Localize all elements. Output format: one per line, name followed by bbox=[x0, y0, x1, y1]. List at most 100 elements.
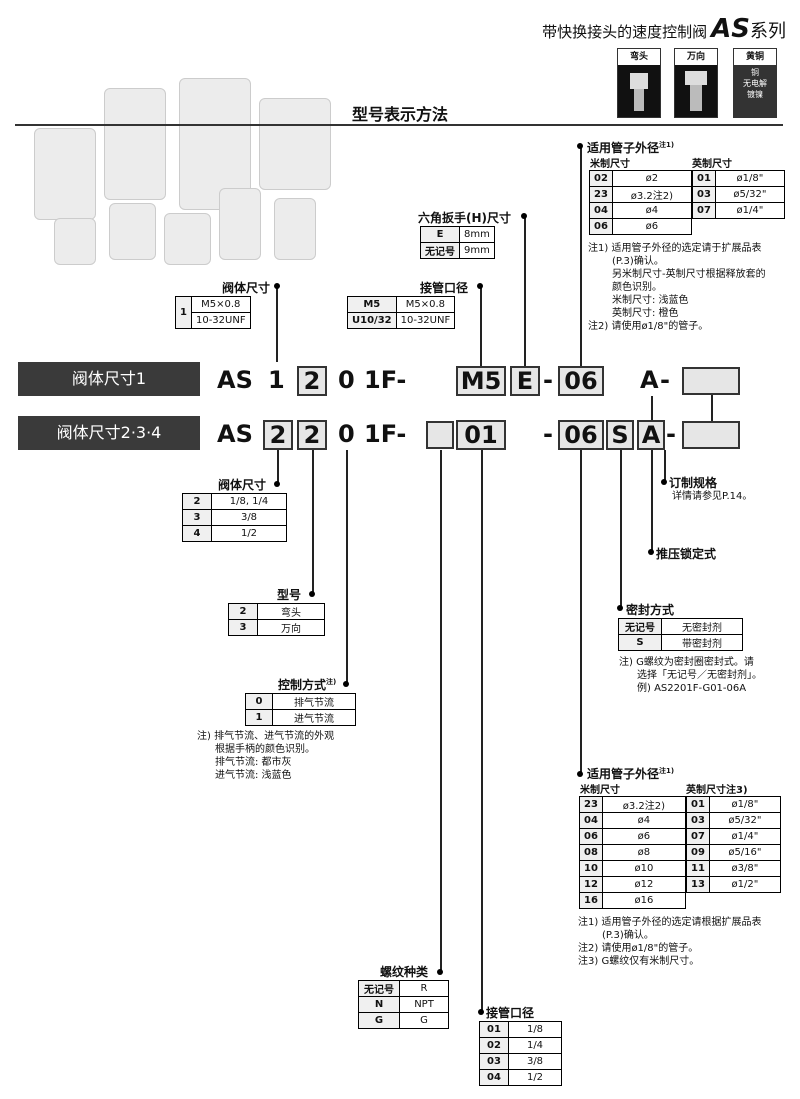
code-model-box: 2 bbox=[297, 366, 327, 396]
seal-method-label: 密封方式 bbox=[626, 603, 675, 617]
thread-type-label: 螺纹种类 bbox=[380, 965, 429, 979]
code-thread-box bbox=[426, 421, 454, 449]
leader-dot bbox=[521, 213, 527, 219]
tube-od-2-metric-label: 米制尺寸 bbox=[580, 785, 620, 796]
tube-od-1-notes: 注1) 适用管子外径的选定请于扩展品表 (P.3)确认。 另米制尺寸-英制尺寸根… bbox=[588, 243, 766, 332]
code-dash: - bbox=[543, 366, 553, 394]
tube-od-1-inch-label: 英制尺寸 bbox=[692, 159, 732, 170]
seal-method-notes: 注) G螺纹为密封圈密封式。请 选择「无记号／无密封剂」。 例) AS2201F… bbox=[619, 657, 762, 694]
code-body-size-box: 2 bbox=[263, 420, 293, 450]
leader-line bbox=[276, 286, 278, 362]
leader-line bbox=[580, 450, 582, 774]
body-size-1-label: 阀体尺寸 bbox=[222, 281, 271, 295]
custom-spec-label: 订制规格 bbox=[669, 476, 718, 490]
code-lock-box: A bbox=[637, 420, 665, 450]
leader-dot bbox=[343, 681, 349, 687]
tube-od-2-inch-label: 英制尺寸注3) bbox=[686, 785, 748, 796]
leader-line bbox=[440, 450, 442, 972]
custom-spec-note: 详情请参见P.14。 bbox=[672, 491, 753, 502]
leader-line bbox=[481, 450, 483, 1012]
code-seal-box: S bbox=[606, 420, 634, 450]
brass-icon: 黄铜 铜 无电解 镀镍 bbox=[733, 48, 777, 118]
leader-dot bbox=[437, 969, 443, 975]
series-name: AS bbox=[711, 14, 750, 44]
leader-line bbox=[480, 286, 482, 366]
leader-dot bbox=[648, 549, 654, 555]
code-spec-box bbox=[682, 367, 740, 395]
row-label-body-size-1: 阀体尺寸1 bbox=[18, 362, 200, 396]
push-lock-label: 推压锁定式 bbox=[656, 547, 717, 561]
leader-line bbox=[277, 450, 279, 484]
tube-od-2-notes: 注1) 适用管子外径的选定请根据扩展品表 (P.3)确认。 注2) 请使用ø1/… bbox=[578, 917, 762, 967]
code-1f: 1F- bbox=[364, 420, 407, 448]
product-photo bbox=[14, 78, 344, 268]
code-dash: - bbox=[666, 420, 676, 448]
port-size-1-label: 接管口径 bbox=[420, 281, 469, 295]
leader-dot bbox=[577, 771, 583, 777]
code-dash: - bbox=[660, 366, 670, 394]
header-title: 带快换接头的速度控制阀 bbox=[542, 23, 708, 41]
code-as: AS bbox=[217, 420, 253, 448]
leader-line bbox=[580, 146, 582, 366]
tube-od-1-metric-label: 米制尺寸 bbox=[590, 159, 630, 170]
leader-line bbox=[524, 216, 526, 366]
brass-sub-1: 铜 bbox=[751, 68, 759, 77]
code-hex-box: E bbox=[510, 366, 540, 396]
code-spec-box bbox=[682, 421, 740, 449]
leader-dot bbox=[617, 605, 623, 611]
leader-line bbox=[651, 396, 653, 420]
hex-wrench-label: 六角扳手(H)尺寸 bbox=[418, 211, 512, 225]
leader-dot bbox=[577, 143, 583, 149]
port-size-2-label: 接管口径 bbox=[486, 1006, 535, 1020]
code-dash: - bbox=[543, 420, 553, 448]
body-size-234-label: 阀体尺寸 bbox=[218, 478, 267, 492]
control-method-notes: 注) 排气节流、进气节流的外观 根据手柄的颜色识别。 排气节流: 都市灰 进气节… bbox=[197, 731, 335, 781]
row-label-body-size-234: 阀体尺寸2·3·4 bbox=[18, 416, 200, 450]
section-title: 型号表示方法 bbox=[352, 105, 449, 124]
leader-line bbox=[312, 450, 314, 594]
leader-dot bbox=[274, 283, 280, 289]
code-control: 0 bbox=[338, 366, 355, 394]
leader-line bbox=[346, 450, 348, 684]
leader-dot bbox=[478, 1009, 484, 1015]
brass-sub-2: 无电解 bbox=[743, 79, 767, 88]
icon-label: 万向 bbox=[686, 52, 705, 62]
series-suffix: 系列 bbox=[750, 21, 786, 42]
tube-od-2-label: 适用管子外径注1) bbox=[587, 767, 675, 781]
brass-sub-3: 镀镍 bbox=[747, 90, 763, 99]
code-body-size: 1 bbox=[268, 366, 285, 394]
code-1f: 1F- bbox=[364, 366, 407, 394]
universal-icon: 万向 bbox=[674, 48, 718, 118]
leader-dot bbox=[661, 479, 667, 485]
model-label: 型号 bbox=[277, 588, 302, 602]
code-tube-box: 06 bbox=[558, 420, 604, 450]
code-tube-box: 06 bbox=[558, 366, 604, 396]
elbow-icon: 弯头 bbox=[617, 48, 661, 118]
code-port-box: M5 bbox=[456, 366, 506, 396]
tube-od-1-label: 适用管子外径注1) bbox=[587, 141, 675, 155]
code-control: 0 bbox=[338, 420, 355, 448]
leader-line bbox=[664, 450, 666, 482]
control-method-label: 控制方式注) bbox=[278, 678, 337, 692]
leader-dot bbox=[274, 481, 280, 487]
leader-line bbox=[651, 450, 653, 552]
code-as: AS bbox=[217, 366, 253, 394]
code-port-box: 01 bbox=[456, 420, 506, 450]
code-model-box: 2 bbox=[297, 420, 327, 450]
code-lock: A bbox=[640, 366, 659, 394]
leader-line bbox=[711, 395, 713, 421]
section-divider bbox=[15, 124, 783, 126]
